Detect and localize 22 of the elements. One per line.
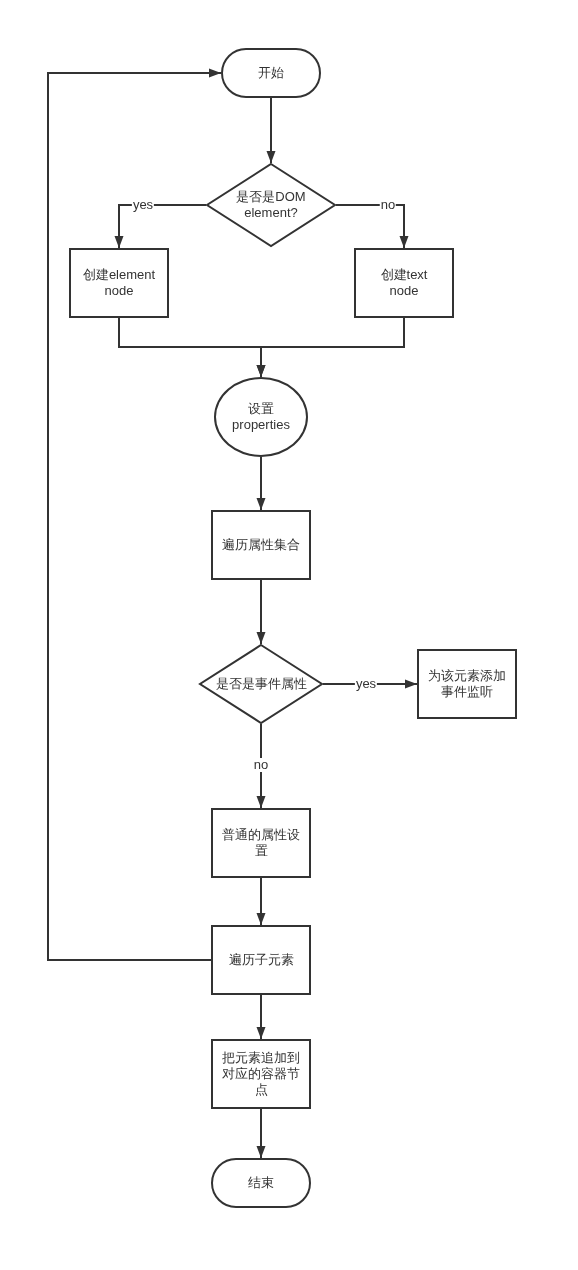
arrow xyxy=(256,579,266,645)
process-box: 为该元素添加事件监听 xyxy=(417,649,517,719)
rounded-terminal: 结束 xyxy=(211,1158,311,1208)
decision-diamond: 是否是事件属性 xyxy=(199,644,323,724)
edge-label: no xyxy=(252,758,270,772)
rounded-terminal: 开始 xyxy=(221,48,321,98)
process-ellipse: 设置 properties xyxy=(214,377,308,457)
process-box: 创建text node xyxy=(354,248,454,318)
process-box: 创建element node xyxy=(69,248,169,318)
arrow xyxy=(335,204,409,249)
decision-diamond: 是否是DOM element? xyxy=(206,163,336,247)
arrow xyxy=(256,723,266,809)
arrow xyxy=(47,68,222,961)
arrow xyxy=(256,994,266,1040)
arrow xyxy=(256,456,266,511)
process-box: 普通的属性设置 xyxy=(211,808,311,878)
process-box: 遍历属性集合 xyxy=(211,510,311,580)
process-box: 把元素追加到对应的容器节点 xyxy=(211,1039,311,1109)
process-box: 遍历子元素 xyxy=(211,925,311,995)
arrow xyxy=(266,97,276,164)
arrow xyxy=(256,877,266,926)
arrow xyxy=(256,1108,266,1159)
